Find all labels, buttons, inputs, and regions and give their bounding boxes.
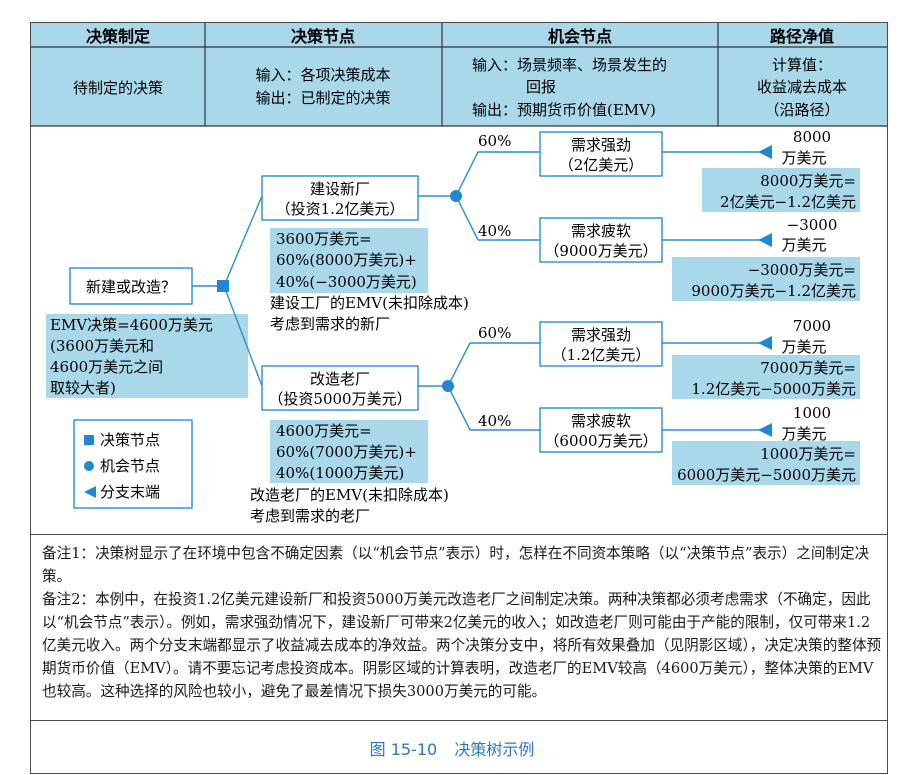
notes: 备注1：决策树显示了在环境中包含不确定因素（以“机会节点”表示）时，怎样在不同资… [42,542,882,703]
new-plant-label-1: 建设新厂 [310,180,370,198]
old-note-2: 考虑到需求的老厂 [250,507,370,525]
note-1: 备注1：决策树显示了在环境中包含不确定因素（以“机会节点”表示）时，怎样在不同资… [42,545,870,585]
prob-new-strong: 60% [478,132,511,150]
root-label: 新建或改造？ [86,278,176,296]
old-emv-1: 4600万美元= [276,422,372,440]
new-weak-box [539,217,663,263]
old-strong-box [539,321,663,367]
new-weak-label-1: 需求疲软 [571,222,631,240]
note-2: 备注2：本例中，在投资1.2亿美元建设新厂和投资5000万美元改造老厂之间制定决… [42,591,882,700]
calc-2a: −3000万美元= [748,261,856,279]
figure-frame [30,22,888,774]
row2-col3-line3: 输出：预期货币价值(EMV) [472,101,656,119]
branch-end-3 [758,336,772,350]
old-weak-label-1: 需求疲软 [571,412,631,430]
new-plant-box [261,175,419,221]
calc-2b: 9000万美元−1.2亿美元 [691,282,856,300]
row2-col2-line1: 输入：各项决策成本 [255,66,390,84]
calc-shade-1 [702,168,860,212]
end-value-1a: 8000 [793,128,831,146]
header-band [31,23,887,126]
calc-4a: 1000万美元= [760,445,856,463]
old-emv-3: 40%(1000万美元) [276,464,404,482]
calc-3a: 7000万美元= [760,359,856,377]
legend-branch-end: 分支末端 [100,483,160,501]
calc-4b: 6000万美元−5000万美元 [677,466,856,484]
old-plant-label-1: 改造老厂 [310,370,370,388]
chance-node-new [450,190,462,202]
end-value-2b: 万美元 [781,236,826,254]
decision-emv-3: 4600万美元之间 [50,358,163,376]
old-weak-label-2: （6000万美元） [544,432,657,450]
calc-shade-4 [672,441,860,485]
row2-col2-line2: 输出：已制定的决策 [255,89,390,107]
col-header-decision: 决策制定 [86,27,150,46]
old-emv-2: 60%(7000万美元)+ [276,443,417,461]
prob-old-strong: 60% [478,324,511,342]
row2-col4-line3: （沿路径） [764,101,839,119]
branch-end-2 [758,233,772,247]
tree-branches [192,151,768,431]
end-value-4b: 万美元 [781,425,826,443]
row2-col3-line2: 回报 [526,78,556,96]
caption-number: 图 15-10 [369,740,438,759]
calc-1a: 8000万美元= [760,172,856,190]
row2-col3-line1: 输入：场景频率、场景发生的 [472,56,667,74]
old-plant-label-2: （投资5000万美元） [268,390,411,408]
col-header-path-value: 路径净值 [770,27,834,46]
calc-1b: 2亿美元−1.2亿美元 [720,193,856,211]
decision-node-square [217,280,229,292]
notes-divider [30,534,888,535]
old-plant-emv-shade [270,420,428,483]
old-strong-label-2: （1.2亿美元） [552,346,651,364]
new-emv-3: 40%(−3000万美元) [276,273,417,291]
caption-title: 决策树示例 [454,740,535,759]
row2-col4-line1: 计算值： [772,56,832,74]
new-emv-2: 60%(8000万美元)+ [276,251,417,269]
end-value-1b: 万美元 [781,149,826,167]
prob-old-weak: 40% [478,412,511,430]
end-value-2a: −3000 [787,216,838,234]
calc-shade-2 [672,257,860,301]
legend-triangle-icon [84,486,96,498]
new-strong-label-1: 需求强劲 [571,136,631,154]
decision-emv-4: 取较大者) [50,379,116,397]
row2-col1: 待制定的决策 [73,79,163,97]
calc-shade-3 [672,355,860,399]
new-emv-1: 3600万美元= [276,230,372,248]
new-note-2: 考虑到需求的新厂 [270,315,390,333]
decision-emv-2: (3600万美元和 [50,337,154,355]
old-note-1: 改造老厂的EMV(未扣除成本) [250,486,449,504]
decision-emv-1: EMV决策=4600万美元 [50,316,213,334]
legend-circle-icon [84,461,94,471]
new-weak-label-2: （9000万美元） [544,242,657,260]
prob-new-weak: 40% [478,222,511,240]
new-strong-box [539,131,663,177]
chance-node-old [442,380,454,392]
decision-emv-shade [46,314,248,398]
root-box [69,267,193,305]
end-value-3a: 7000 [793,317,831,335]
col-header-decision-node: 决策节点 [291,27,355,46]
legend-chance: 机会节点 [100,457,160,475]
end-value-3b: 万美元 [781,338,826,356]
old-plant-box [261,365,419,411]
row2-col4-line2: 收益减去成本 [757,78,847,96]
figure-caption: 图 15-10 决策树示例 [0,736,904,760]
old-strong-label-1: 需求强劲 [571,326,631,344]
branch-end-1 [758,145,772,159]
end-value-4a: 1000 [793,404,831,422]
new-strong-label-2: （2亿美元） [559,156,644,174]
calc-3b: 1.2亿美元−5000万美元 [691,380,856,398]
old-weak-box [539,407,663,453]
legend-square-icon [84,435,94,445]
new-note-1: 建设工厂的EMV(未扣除成本) [270,294,469,312]
caption-divider [30,720,888,721]
new-plant-label-2: （投资1.2亿美元） [276,200,405,218]
col-header-chance-node: 机会节点 [548,27,612,46]
new-plant-emv-shade [270,228,428,293]
legend-decision: 决策节点 [100,431,160,449]
branch-end-4 [758,423,772,437]
